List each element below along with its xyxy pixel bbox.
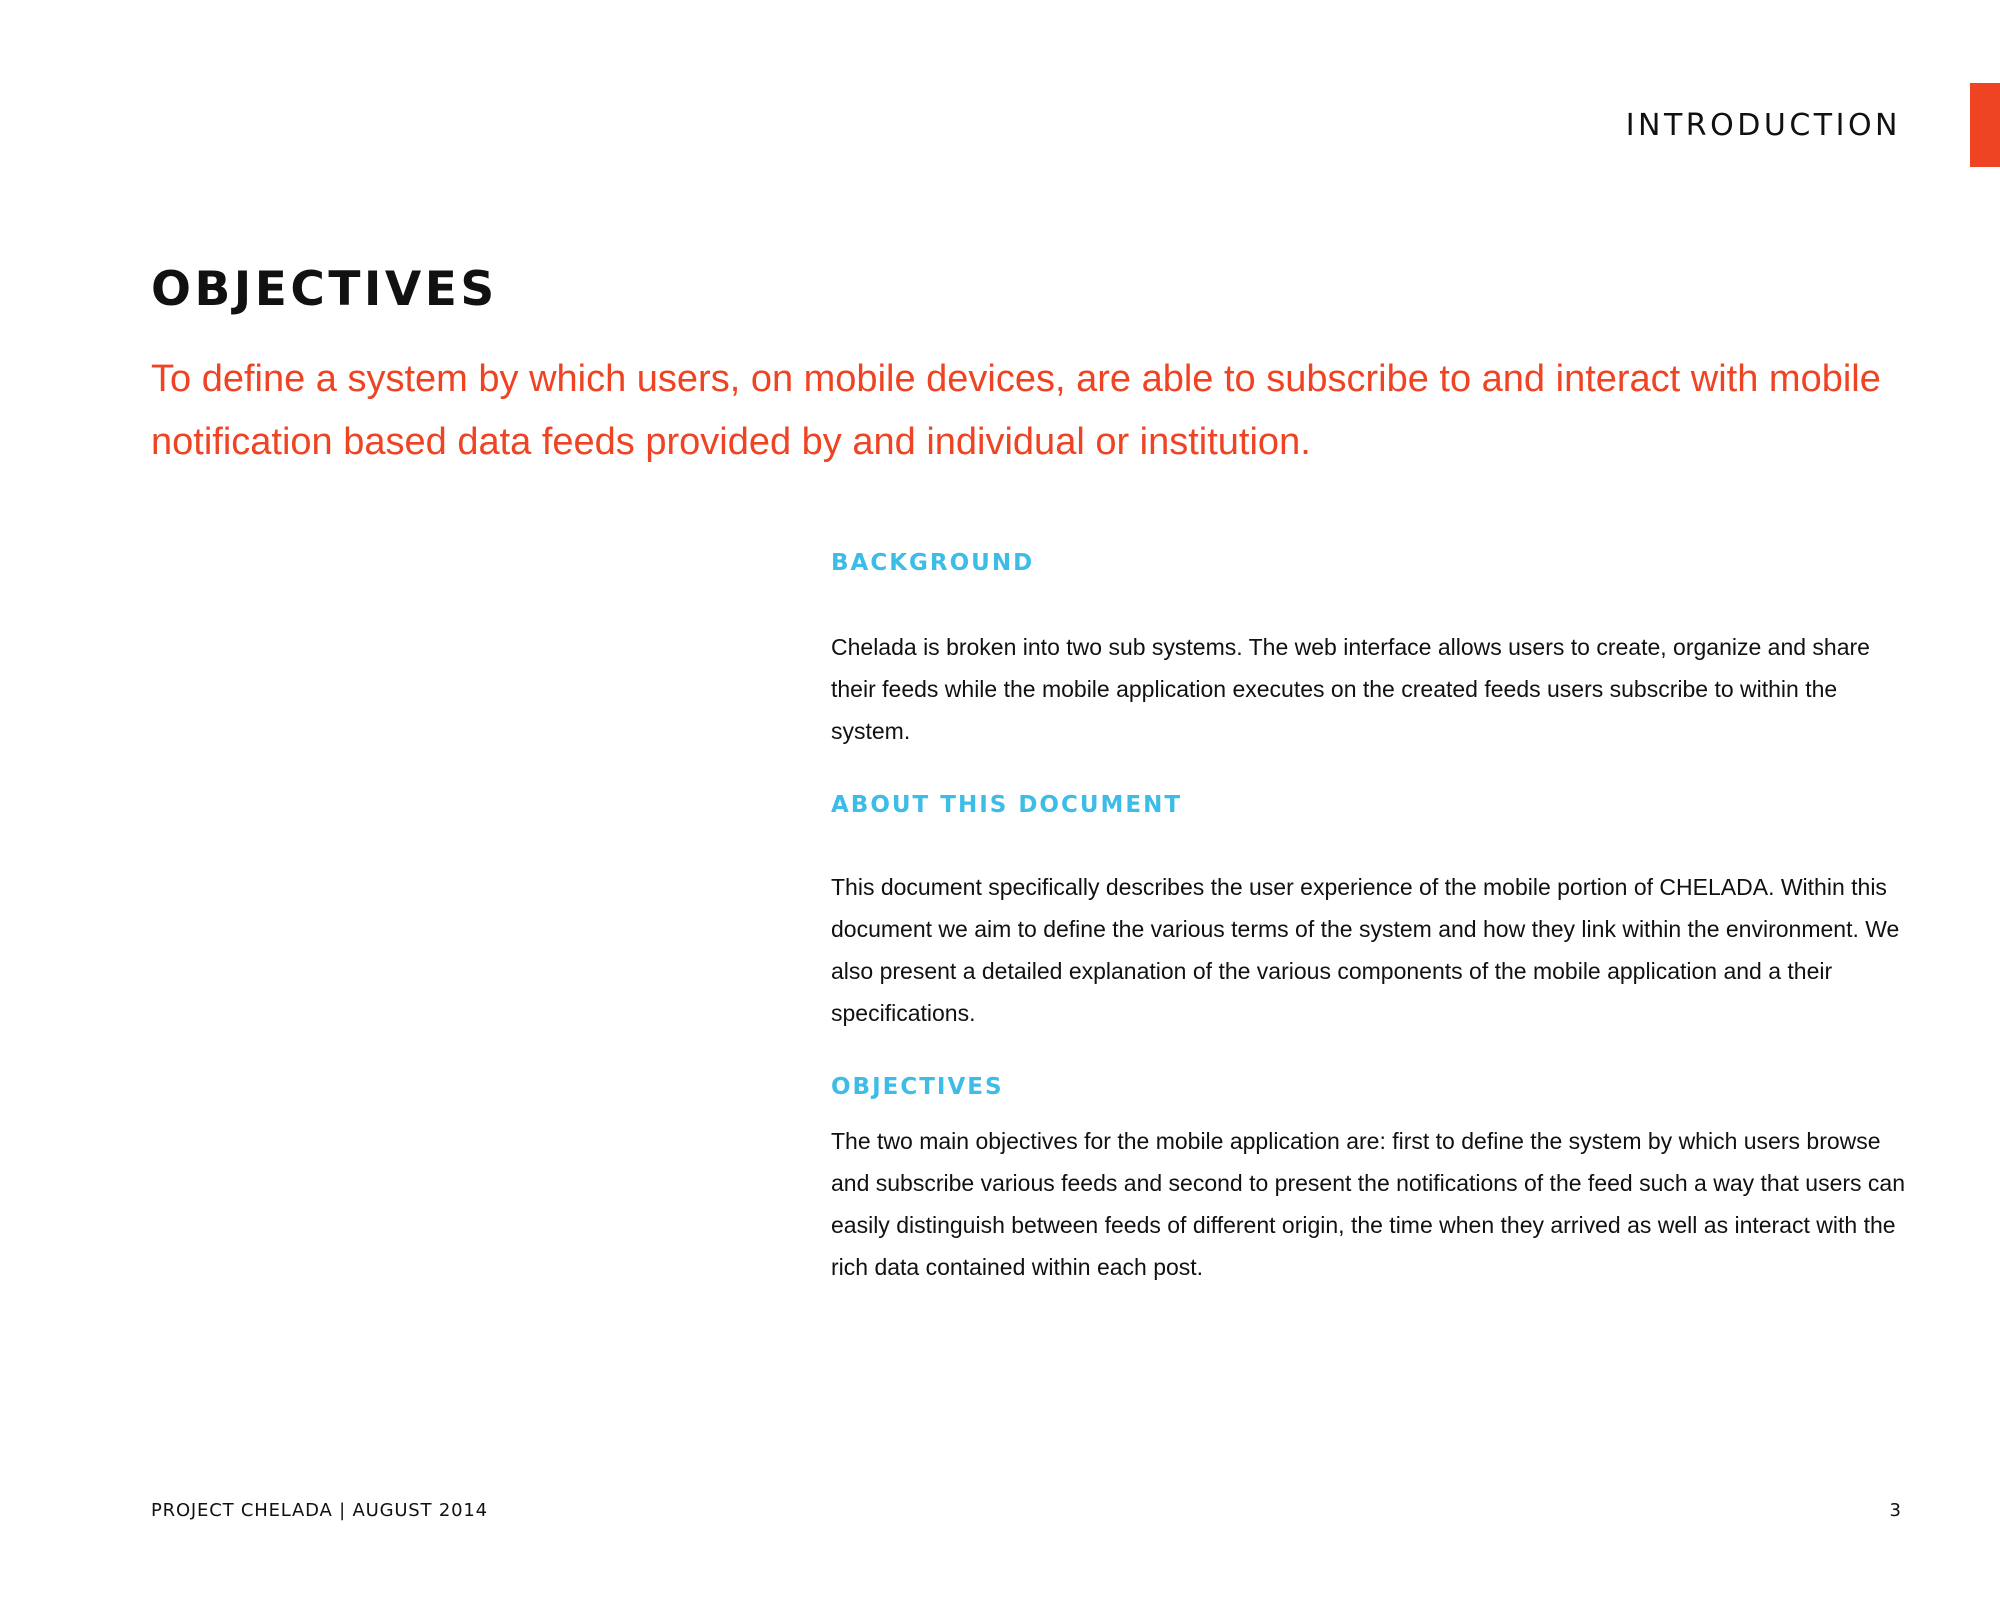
background-paragraph: Chelada is broken into two sub systems. …	[831, 634, 1870, 744]
footer-project-date: PROJECT CHELADA | AUGUST 2014	[151, 1500, 488, 1521]
content-column: BACKGROUND Chelada is broken into two su…	[831, 550, 1911, 1288]
page-title: OBJECTIVES	[151, 262, 498, 317]
section-label: INTRODUCTION	[1625, 108, 1901, 143]
objectives-paragraph: The two main objectives for the mobile a…	[831, 1128, 1905, 1280]
background-heading: BACKGROUND	[831, 550, 1035, 576]
about-document-paragraph: This document specifically describes the…	[831, 874, 1900, 1026]
about-document-heading: ABOUT THIS DOCUMENT	[831, 792, 1183, 818]
page-number: 3	[1889, 1500, 1901, 1521]
lead-statement: To define a system by which users, on mo…	[151, 358, 1881, 463]
accent-tab	[1970, 83, 2000, 167]
objectives-heading: OBJECTIVES	[831, 1074, 1004, 1100]
